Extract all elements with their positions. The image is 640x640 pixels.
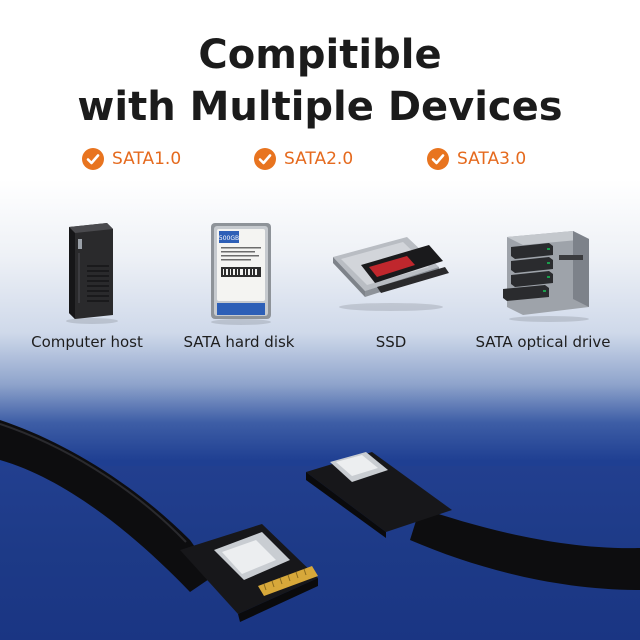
page-title-line-1: Compitible — [198, 32, 442, 78]
device-list: Computer host 500GB SATA hard — [0, 215, 640, 365]
device-label: SATA hard disk — [183, 333, 295, 351]
sata-version-badge-1: SATA1.0 — [82, 148, 181, 170]
check-circle-icon — [82, 148, 104, 170]
check-circle-icon — [254, 148, 276, 170]
sata-cable-illustration — [0, 420, 640, 622]
check-circle-icon — [427, 148, 449, 170]
device-sata-optical-drive: SATA optical drive — [463, 215, 623, 351]
sata-version-label: SATA2.0 — [284, 149, 354, 169]
device-computer-host: Computer host — [7, 215, 167, 351]
computer-tower-icon — [66, 223, 118, 324]
sata-version-list: SATA1.0 SATA2.0 SATA3.0 — [0, 148, 640, 176]
device-label: SATA optical drive — [475, 333, 611, 351]
sata-version-label: SATA3.0 — [457, 149, 527, 169]
device-label: Computer host — [31, 333, 143, 351]
sata-connector-left — [180, 524, 318, 622]
sata-version-label: SATA1.0 — [112, 149, 182, 169]
optical-drive-enclosure-icon — [503, 231, 589, 322]
device-label: SSD — [375, 333, 407, 351]
hdd-capacity-text: 500GB — [219, 235, 239, 242]
ssd-icon — [333, 237, 449, 311]
flat-cable-left — [0, 420, 215, 592]
device-sata-hard-disk: 500GB SATA hard disk — [159, 215, 319, 351]
sata-version-badge-3: SATA3.0 — [427, 148, 526, 170]
page-title-line-2: with Multiple Devices — [77, 84, 563, 130]
flat-cable-right — [410, 508, 640, 590]
hard-disk-icon: 500GB — [211, 223, 271, 325]
sata-version-badge-2: SATA2.0 — [254, 148, 353, 170]
sata-connector-right — [306, 452, 452, 538]
device-ssd: SSD — [311, 215, 471, 351]
